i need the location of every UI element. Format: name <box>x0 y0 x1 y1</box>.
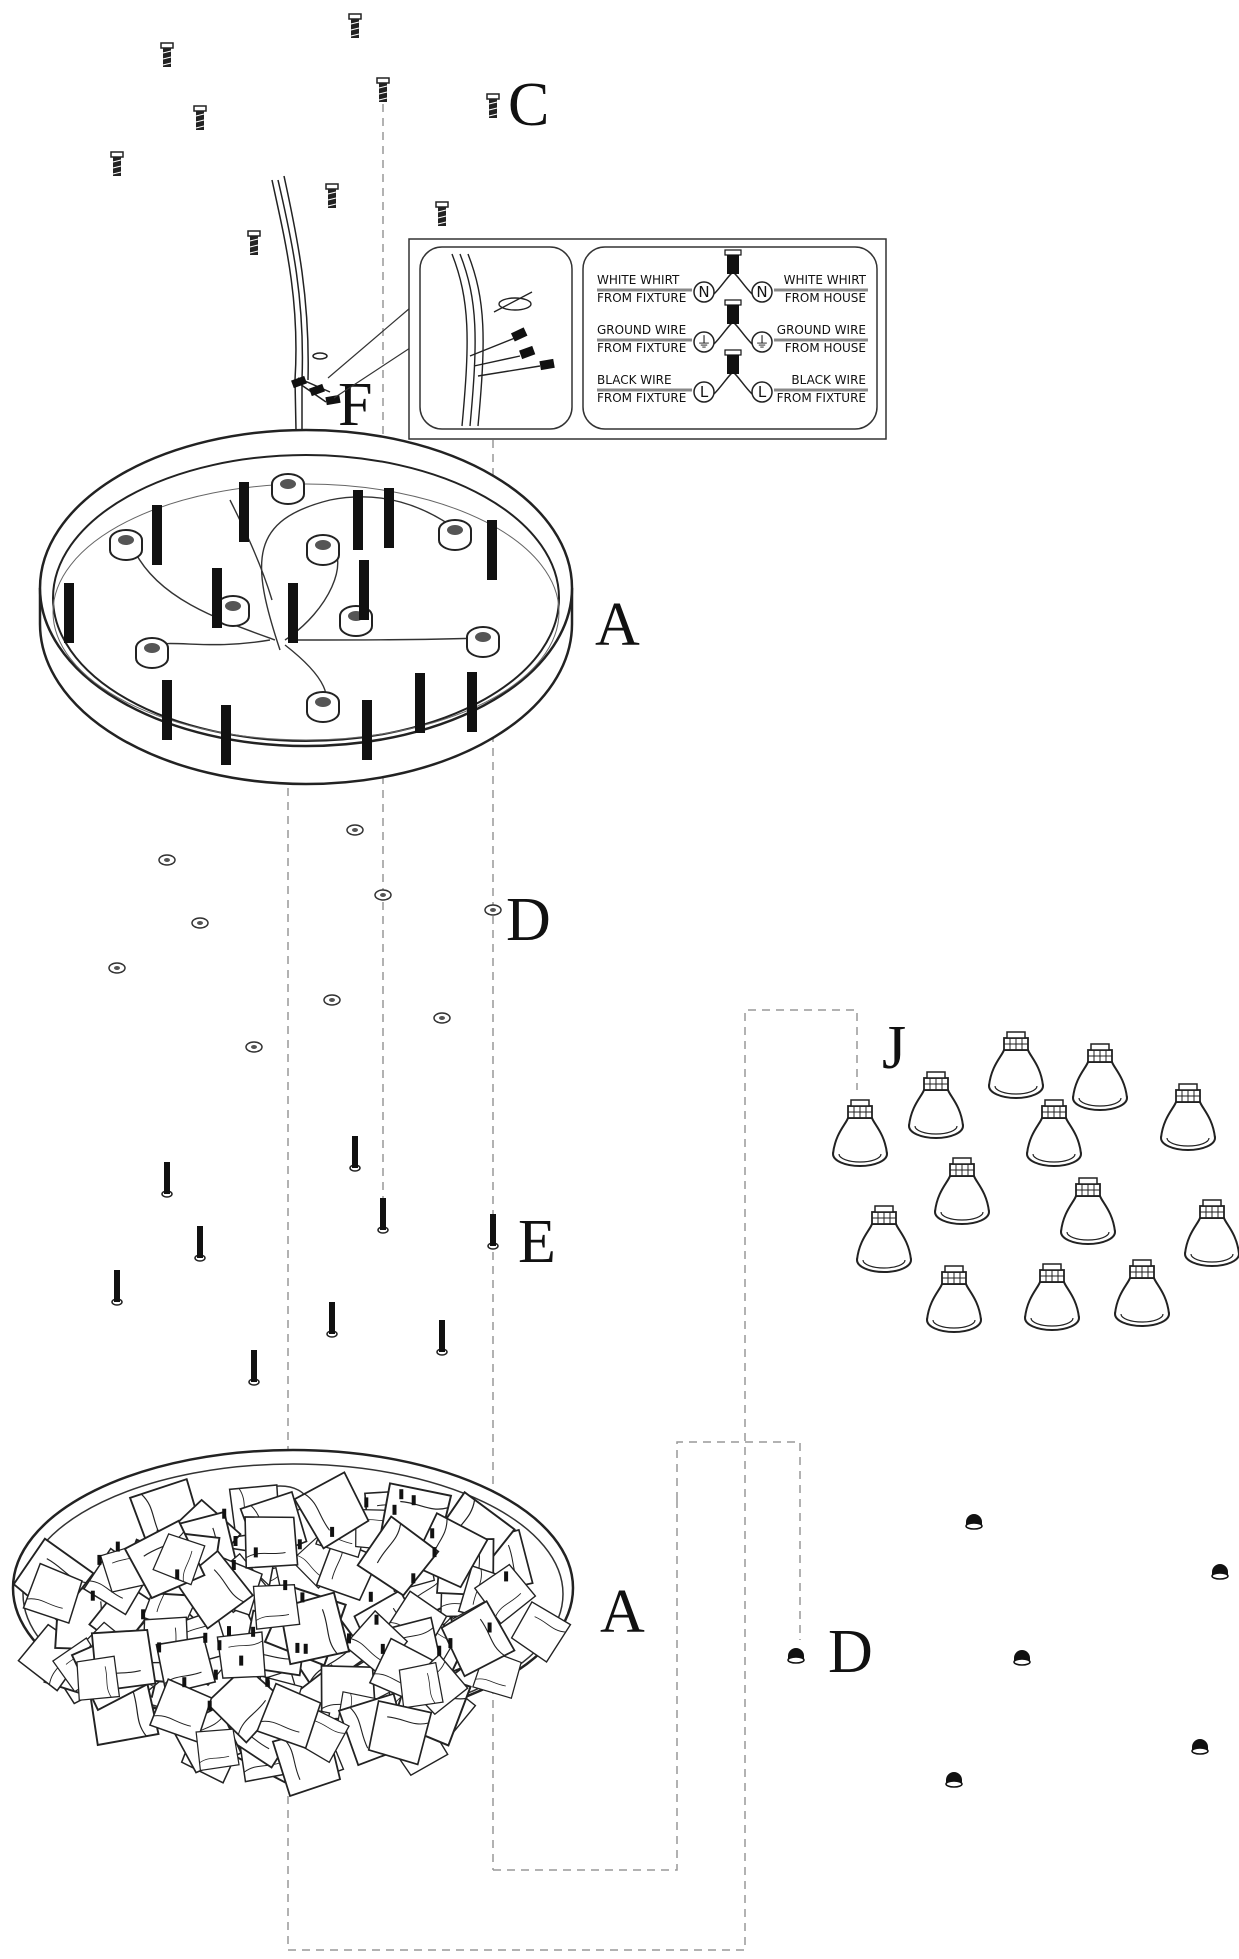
leaf-pin <box>430 1528 435 1539</box>
terminal-right <box>751 381 773 403</box>
leaf-pin <box>233 1536 238 1546</box>
leaf-pin <box>207 1700 212 1711</box>
label-f: F <box>338 371 372 439</box>
bolts-e <box>111 1135 499 1386</box>
supply-wires <box>271 175 331 431</box>
leaf-pin <box>411 1573 416 1584</box>
leaf-pin <box>283 1580 288 1591</box>
wiring-callout-lines <box>327 307 411 399</box>
wiring-diagram-rows: WHITE WHIRT FROM FIXTURE N N WHITE WHIRT FROM… <box>597 249 868 405</box>
leaf-pin <box>374 1614 379 1625</box>
label-d-top: D <box>506 886 551 954</box>
leaf-pin <box>213 1669 218 1680</box>
terminal-left <box>693 281 715 303</box>
leaf-pin <box>265 1676 270 1687</box>
canopy-internal-wiring <box>134 496 481 706</box>
wiring-row: BLACK WIRE FROM FIXTURE L L BLACK WIRE FROM F… <box>597 349 868 405</box>
leaf-pin <box>347 1633 351 1644</box>
leaf-pin <box>411 1495 416 1506</box>
leaf-pin <box>303 1643 308 1654</box>
leaf-pin <box>217 1640 222 1651</box>
terminal-label-right: L <box>758 383 767 401</box>
wire-nut-cap <box>724 349 742 356</box>
washers-d <box>108 824 502 1053</box>
leaf-pin <box>203 1632 208 1643</box>
terminal-label-right: N <box>756 283 767 301</box>
label-e: E <box>518 1208 556 1276</box>
wire-nut <box>727 254 739 274</box>
wiring-detail-wires <box>451 253 541 427</box>
leaf-pin <box>392 1504 397 1515</box>
wire-source-left: FROM FIXTURE <box>597 391 686 405</box>
terminal-label-left: ⏚ <box>696 333 711 351</box>
leaf-pin <box>448 1638 453 1649</box>
leaf-pin <box>251 1626 256 1637</box>
leaf-pin <box>182 1677 187 1688</box>
wire-label-left: BLACK WIRE <box>597 373 672 387</box>
leaf-pin <box>239 1655 244 1666</box>
wiring-detail-caps <box>510 327 555 371</box>
label-j: J <box>882 1014 906 1082</box>
wire-label-right: GROUND WIRE <box>777 323 866 337</box>
wire-label-left: WHITE WHIRT <box>597 273 680 287</box>
leaf-pin <box>300 1592 305 1603</box>
leaf-pin <box>115 1541 120 1552</box>
label-c: C <box>508 71 549 139</box>
terminal-label-left: L <box>700 383 709 401</box>
wiring-row: WHITE WHIRT FROM FIXTURE N N WHITE WHIRT FROM… <box>597 249 868 305</box>
wire-connectors-f <box>291 352 341 406</box>
wire-label-left: GROUND WIRE <box>597 323 686 337</box>
wire-nut-cap <box>724 299 742 306</box>
terminal-left <box>693 331 715 353</box>
leaf-pin <box>222 1508 227 1519</box>
leaf-pin <box>297 1539 302 1550</box>
wire-label-right: WHITE WHIRT <box>784 273 867 287</box>
leaf-pin <box>157 1642 162 1653</box>
terminal-label-left: N <box>698 283 709 301</box>
label-a-bottom: A <box>600 1578 645 1646</box>
wire-source-left: FROM FIXTURE <box>597 291 686 305</box>
leaf-pin <box>227 1626 231 1637</box>
leaf-pin <box>504 1571 509 1582</box>
mounting-screws-c <box>110 13 500 256</box>
canopy-base-a <box>38 428 574 786</box>
label-a-top: A <box>595 591 640 659</box>
wire-nut <box>727 304 739 324</box>
label-d-bottom: D <box>828 1618 873 1686</box>
wire-source-right: FROM FIXTURE <box>777 391 866 405</box>
leaf-pin <box>437 1645 442 1656</box>
leaf-pin <box>330 1526 335 1537</box>
leaf-pin <box>90 1590 95 1601</box>
leaf-pin <box>141 1609 146 1620</box>
leaf-pin <box>364 1497 369 1508</box>
terminal-right <box>751 281 773 303</box>
wire-nut <box>727 354 739 374</box>
leaf-pin <box>487 1622 492 1633</box>
wire-source-right: FROM HOUSE <box>785 291 866 305</box>
wire-label-right: BLACK WIRE <box>791 373 866 387</box>
wire-source-left: FROM FIXTURE <box>597 341 686 355</box>
wire-source-right: FROM HOUSE <box>785 341 866 355</box>
leaf-pin <box>432 1547 437 1558</box>
leaf-pin <box>175 1569 180 1580</box>
terminal-label-right: ⏚ <box>754 333 769 351</box>
leaf-pin <box>399 1489 404 1500</box>
leaf-pin <box>368 1591 373 1602</box>
terminal-left <box>693 381 715 403</box>
leaf-pin <box>380 1643 385 1654</box>
decorative-leaf-panels <box>3 1468 578 1798</box>
wiring-row: GROUND WIRE FROM FIXTURE ⏚ ⏚ GROUND WIRE FROM… <box>597 299 868 355</box>
wire-nut-cap <box>724 249 742 256</box>
leaf-pin <box>295 1642 300 1653</box>
leaf-pin <box>97 1554 102 1565</box>
leaf-pin <box>253 1547 258 1558</box>
wiring-detail-box <box>408 238 887 440</box>
leaf-pin <box>231 1560 236 1570</box>
terminal-right <box>751 331 773 353</box>
